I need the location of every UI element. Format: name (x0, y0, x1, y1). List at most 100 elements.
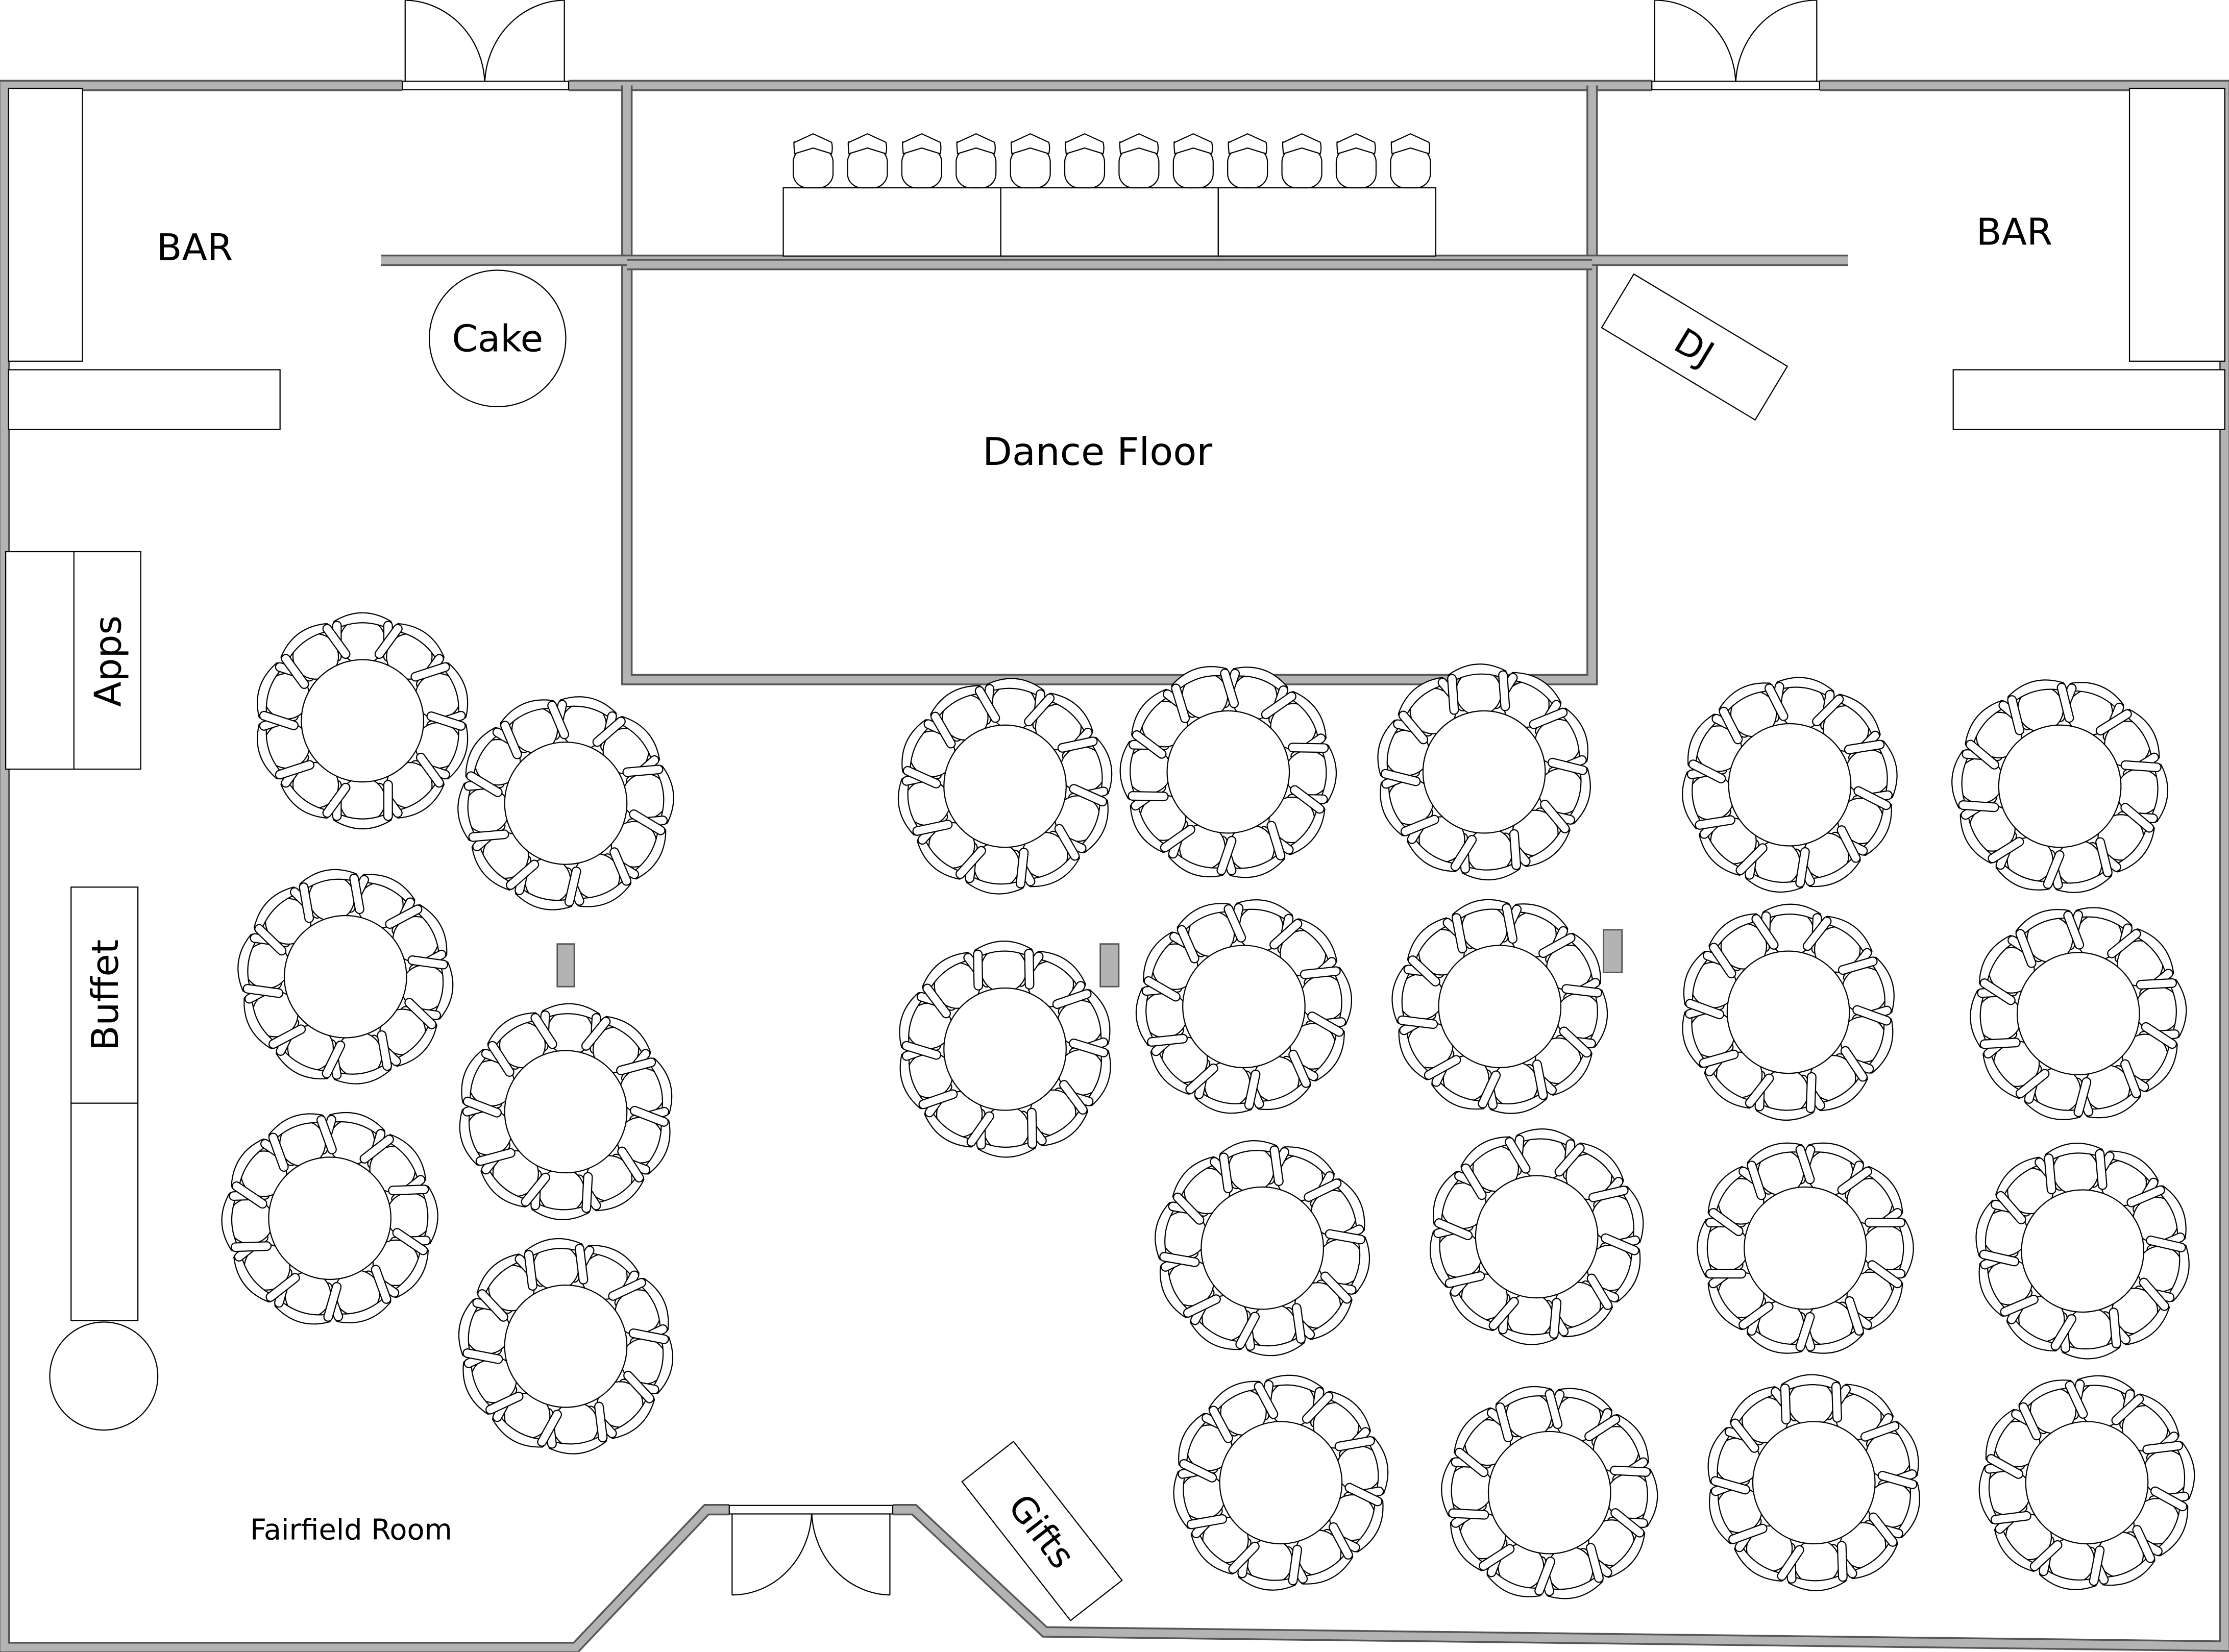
chair (1024, 693, 1094, 761)
bar-left-label: BAR (157, 227, 233, 269)
round-table (1119, 665, 1337, 878)
chair (1834, 1005, 1894, 1074)
round-table (1697, 1142, 1914, 1354)
chair (458, 1298, 513, 1364)
chair (524, 1238, 589, 1291)
table-top (283, 915, 407, 1039)
chair (1171, 665, 1239, 723)
chair (1588, 1186, 1644, 1252)
chair (1219, 1140, 1284, 1194)
guest-tables (221, 612, 2195, 1599)
round-table (1707, 1374, 1920, 1591)
chair (1524, 1026, 1593, 1096)
chair (899, 1041, 958, 1109)
chair (1454, 1407, 1521, 1477)
chair (1708, 913, 1779, 978)
round-table (237, 869, 454, 1084)
chair (1178, 1413, 1240, 1483)
chair (975, 1105, 1037, 1158)
chair (386, 1185, 438, 1247)
table-top (1728, 723, 1852, 847)
chair (1578, 1508, 1646, 1578)
chair (280, 623, 351, 689)
table-top (943, 987, 1067, 1111)
chair (471, 821, 540, 891)
table-top (2021, 1189, 2145, 1313)
chair (1119, 739, 1172, 802)
round-table (1441, 1386, 1658, 1599)
head-table-chair (956, 133, 997, 189)
head-table-chair (792, 133, 834, 189)
round-table (1429, 1128, 1644, 1345)
round-table (1975, 1142, 2190, 1360)
chair (492, 1385, 562, 1448)
columns (556, 929, 1623, 988)
head-table-chair (1335, 133, 1377, 189)
table-top (1487, 1431, 1611, 1555)
round-table (221, 1112, 438, 1325)
outer-walls (0, 80, 2229, 1652)
chair (1177, 903, 1246, 964)
chair (1284, 743, 1337, 804)
chair (221, 1190, 274, 1252)
head-table-chair (1172, 133, 1214, 189)
round-table (1391, 899, 1608, 1114)
chair (1168, 819, 1237, 878)
head-table-chair (1010, 133, 1051, 189)
round-table (1682, 903, 1895, 1121)
round-table (1155, 1140, 1370, 1357)
table-top (1475, 1175, 1599, 1299)
table-top (2016, 952, 2140, 1076)
chair (2015, 909, 2085, 968)
head-table-chair (1390, 133, 1431, 189)
table-top (1422, 710, 1546, 834)
round-table (1951, 679, 2169, 893)
bar-right: BAR (1952, 87, 2225, 430)
chair (1150, 1025, 1218, 1095)
chair (1682, 765, 1735, 830)
chair (1447, 663, 1510, 716)
door-top-left[interactable] (402, 0, 570, 90)
room-name-label: Fairfield Room (250, 1514, 452, 1547)
round-table (1377, 663, 1591, 881)
table-top (504, 1284, 628, 1408)
chair (1785, 1539, 1848, 1591)
chair (374, 752, 445, 819)
table-top (1726, 950, 1850, 1074)
table-top (1182, 945, 1306, 1069)
chair (1334, 1436, 1389, 1502)
chair (1760, 903, 1822, 956)
head-table (782, 133, 1437, 257)
chair (973, 941, 1035, 993)
door-top-right[interactable] (1651, 0, 1821, 90)
round-table (1970, 907, 2187, 1120)
bar-left: BAR (8, 87, 281, 430)
chair (2018, 1379, 2088, 1441)
buffet-round-station (49, 1321, 159, 1431)
round-table (1135, 899, 1353, 1114)
head-table-chair (1118, 133, 1160, 189)
round-table (257, 612, 469, 830)
table-top (1201, 1186, 1325, 1310)
head-table-chair (847, 133, 888, 189)
chair (2007, 679, 2074, 735)
round-table (1682, 677, 1898, 893)
chair (1780, 1374, 1842, 1427)
chair (487, 1012, 557, 1077)
chair (1398, 677, 1467, 745)
column (1099, 943, 1120, 988)
table-top (1438, 945, 1562, 1069)
column (556, 943, 575, 988)
dj-booth: DJ (1601, 273, 1789, 421)
table-top (1219, 1421, 1343, 1545)
round-table (899, 941, 1111, 1158)
door-bottom-entrance[interactable] (728, 1505, 894, 1596)
table-top (943, 724, 1067, 848)
round-table (459, 1003, 673, 1220)
chair (2072, 1059, 2141, 1119)
buffet-label: Buffet (84, 940, 127, 1051)
buffet-table: Buffet (49, 886, 159, 1431)
chair (1208, 1380, 1279, 1443)
cake-label: Cake (452, 317, 543, 360)
